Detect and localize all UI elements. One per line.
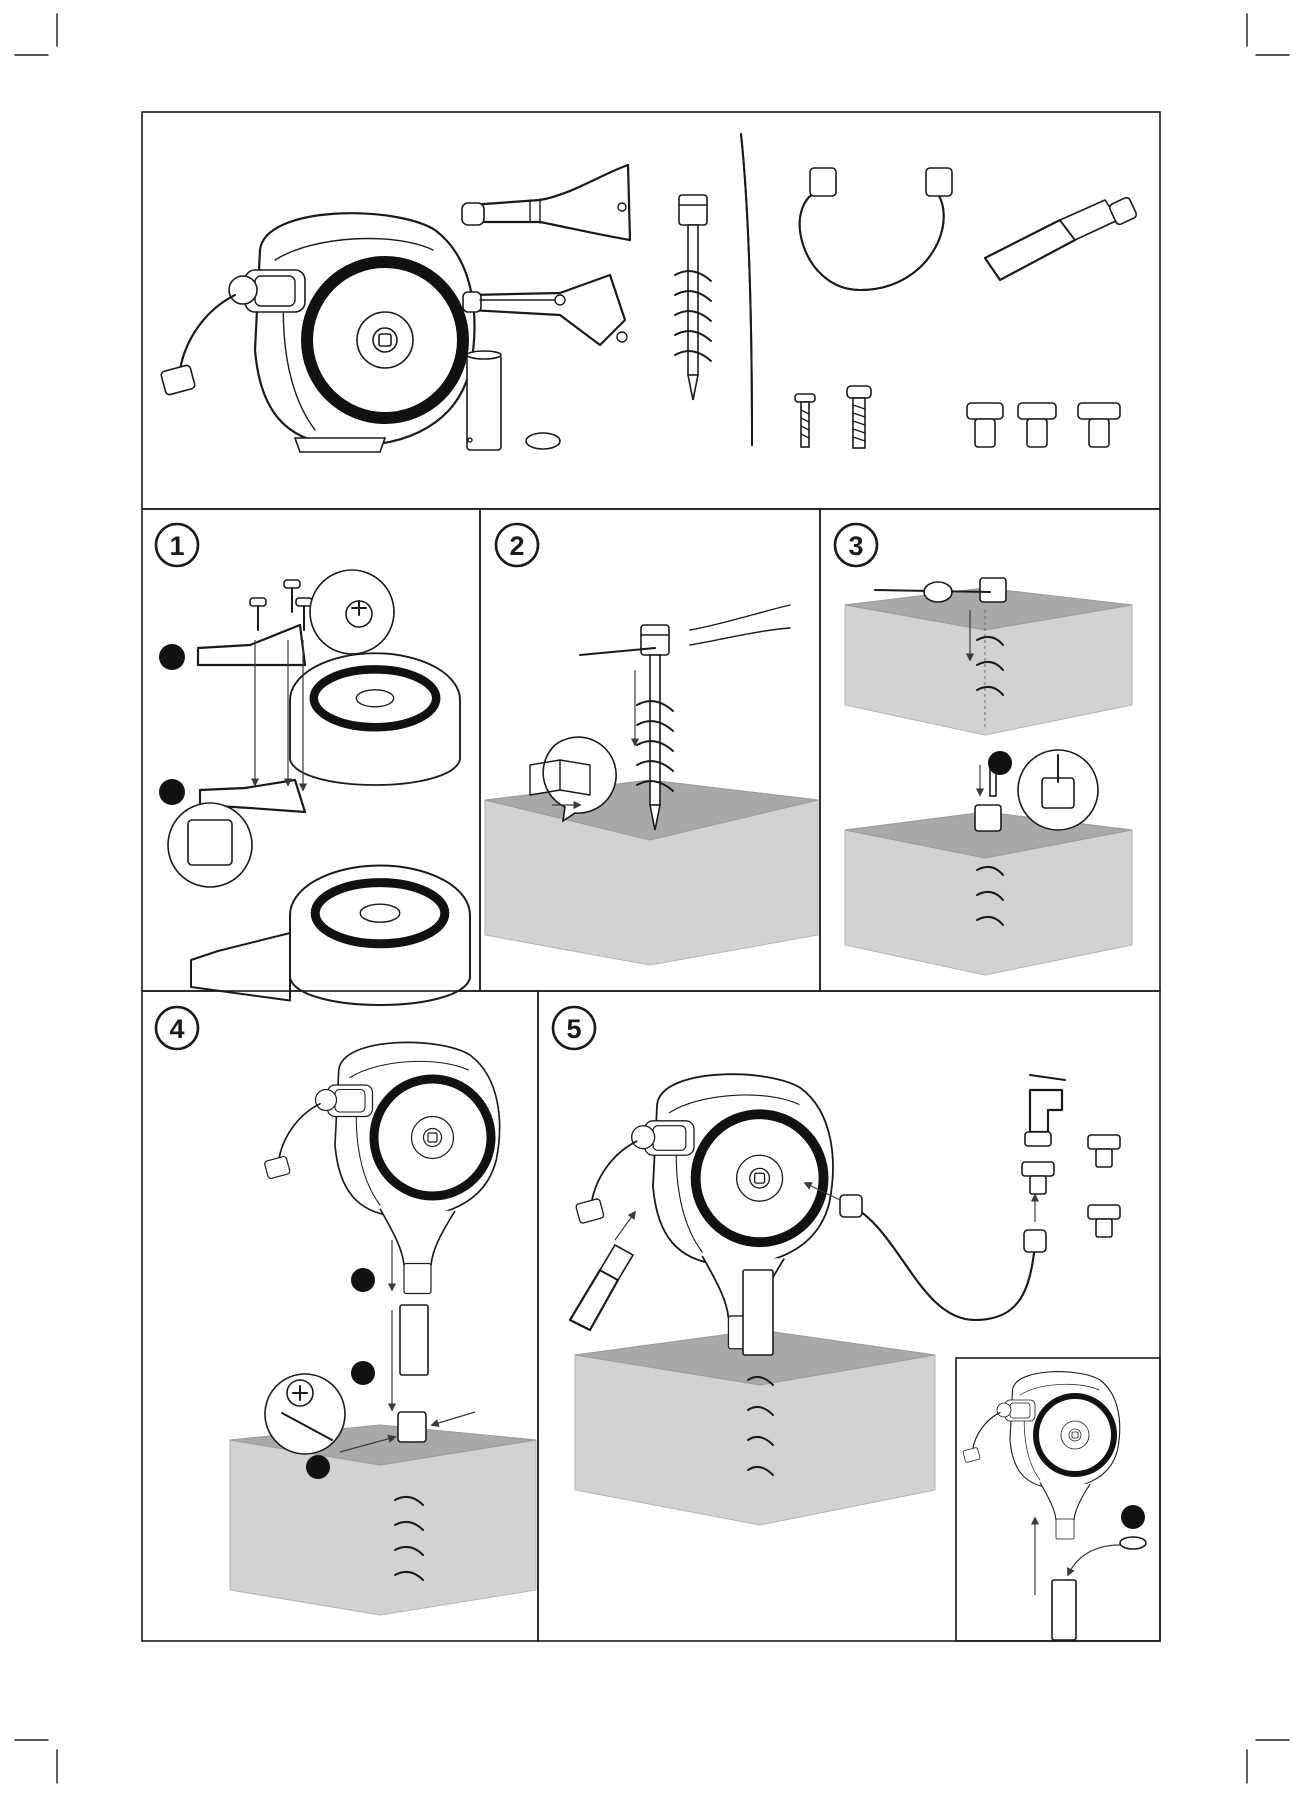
- step-5-panel: 5: [538, 991, 1160, 1641]
- step-5-number: 5: [566, 1014, 581, 1044]
- step-5-badge: 5: [553, 1007, 595, 1049]
- bracket-bottom-part: [463, 275, 627, 345]
- step-4-panel: 4: [142, 991, 538, 1641]
- cap-part: [526, 433, 560, 449]
- hose-reel-part: [160, 213, 474, 452]
- connection-hose-part: [800, 168, 952, 290]
- tap-adapters-part: [967, 403, 1120, 447]
- step-5-inset: [956, 1358, 1160, 1641]
- step-1-number: 1: [169, 531, 184, 561]
- screw-short-part: [795, 394, 815, 447]
- step-3-badge: 3: [835, 524, 877, 566]
- bracket-top-part: [462, 165, 630, 240]
- step-1-panel: 1: [142, 509, 480, 1005]
- step-2-badge: 2: [496, 524, 538, 566]
- step-2-panel: 2: [480, 509, 820, 991]
- parts-panel: [142, 112, 1160, 509]
- tube-part: [467, 351, 501, 450]
- step-4-number: 4: [169, 1014, 184, 1044]
- step-3-panel: 3: [820, 509, 1160, 991]
- ground-screw-part: [675, 195, 711, 400]
- spray-nozzle-part: [985, 196, 1138, 280]
- step-3-number: 3: [848, 531, 863, 561]
- screw-long-part: [847, 386, 871, 448]
- step-4-badge: 4: [156, 1007, 198, 1049]
- step-1-badge: 1: [156, 524, 198, 566]
- step-2-number: 2: [509, 531, 524, 561]
